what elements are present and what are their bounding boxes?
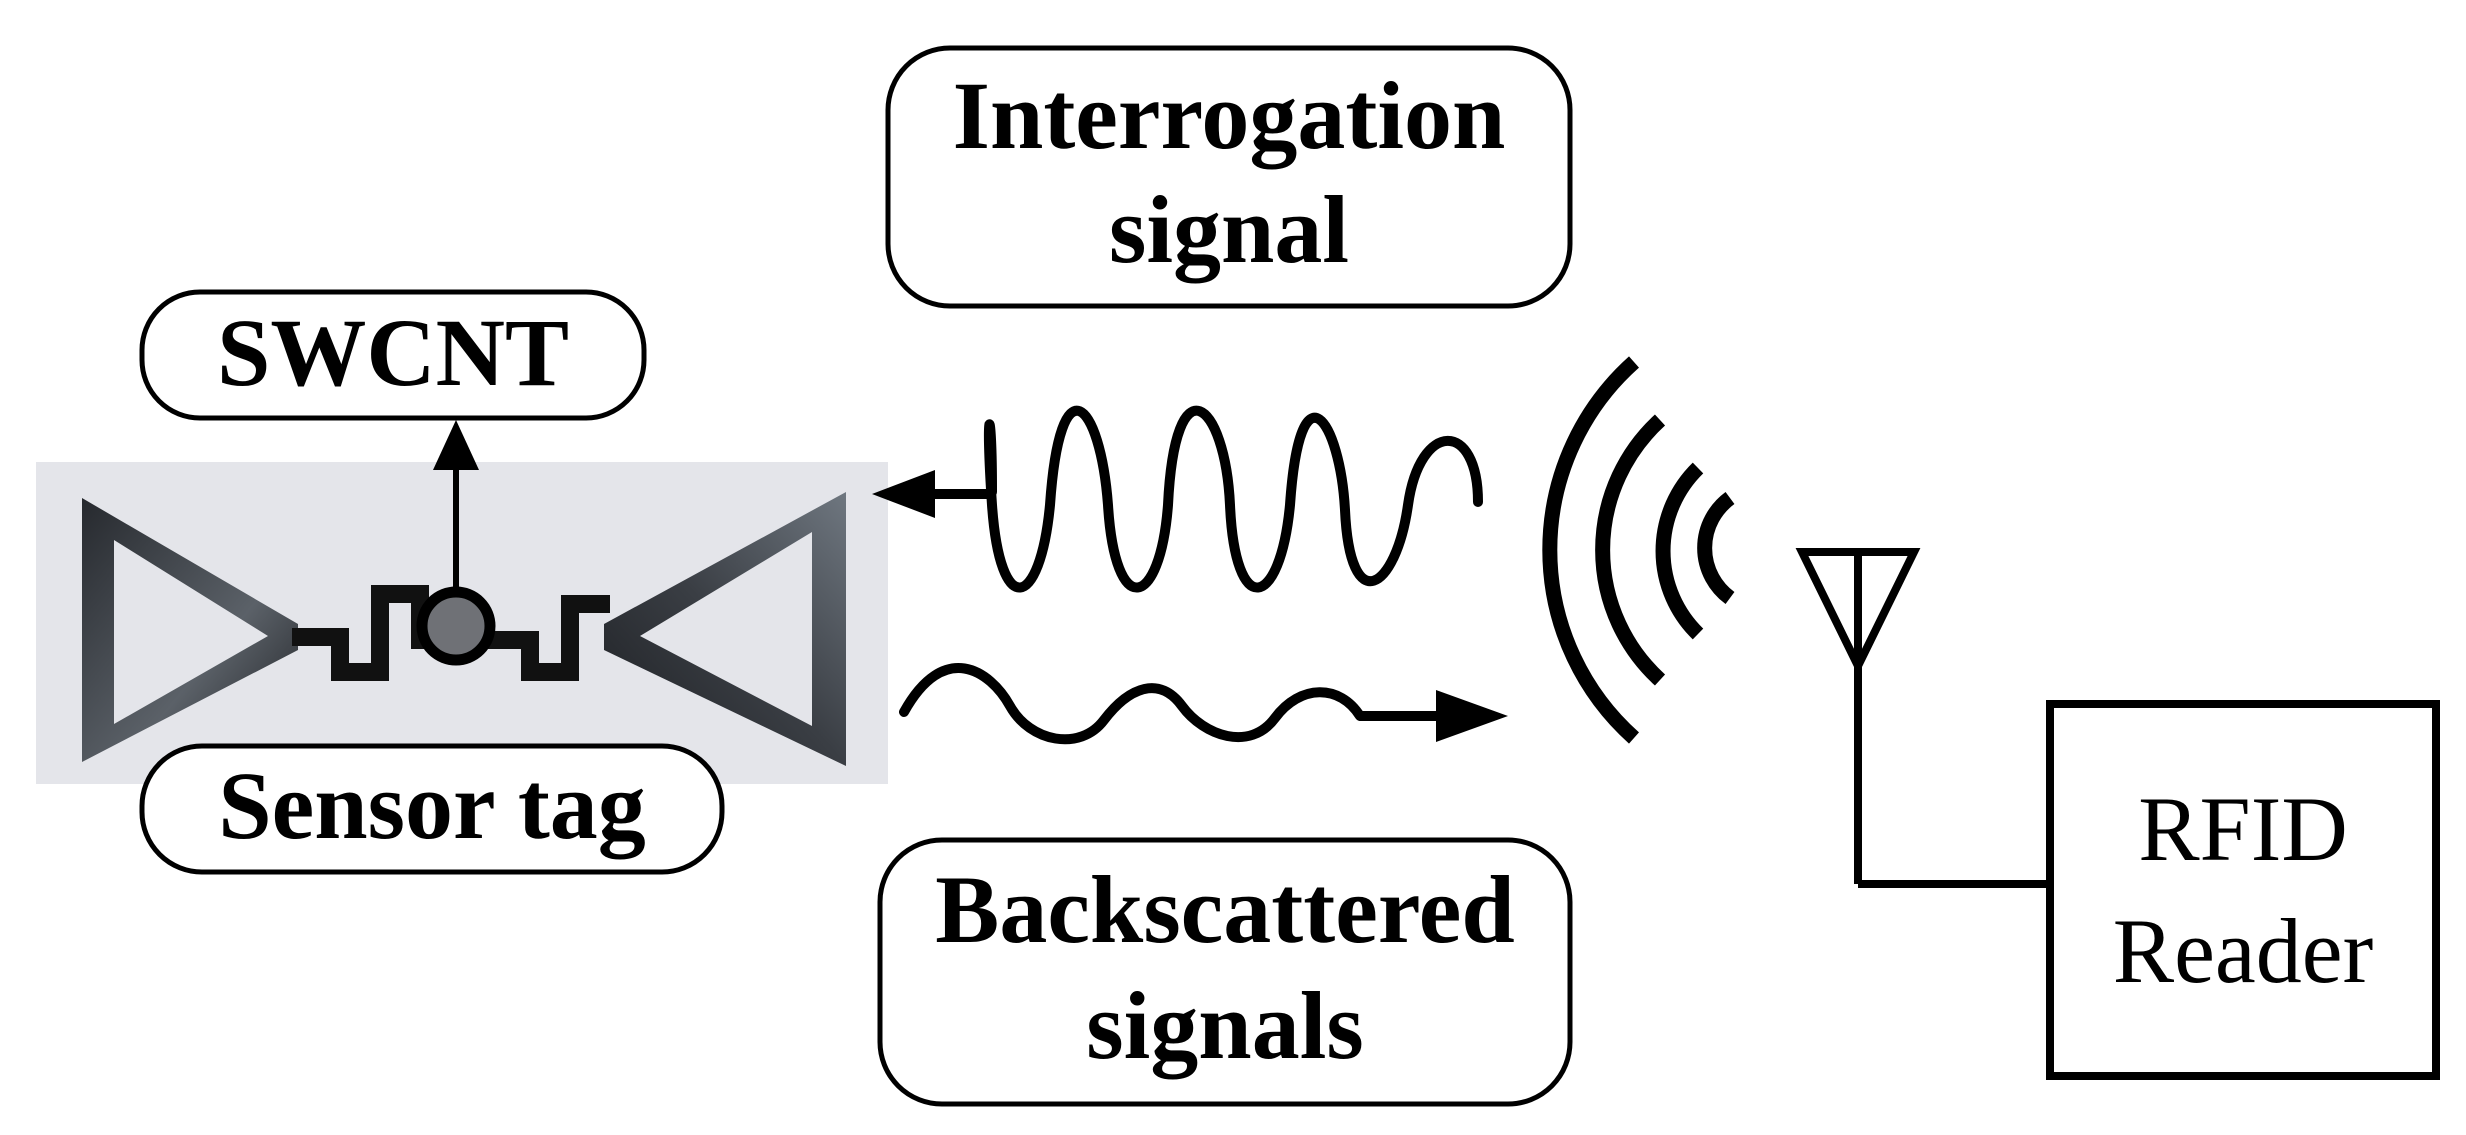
swcnt-label: SWCNT bbox=[139, 289, 647, 421]
backscatter-wave bbox=[899, 663, 1365, 745]
interrogation-wave bbox=[983, 405, 1483, 593]
swcnt-label-box bbox=[139, 289, 647, 421]
interrogation-label-line2: signal bbox=[1109, 176, 1349, 283]
rfid-reader-box: RFID Reader bbox=[2046, 700, 2440, 1080]
radio-wave-arcs bbox=[1542, 356, 1735, 744]
tag-left-antenna bbox=[82, 498, 298, 762]
sensor-tag-photo bbox=[36, 462, 888, 784]
antenna-icon bbox=[1795, 548, 2050, 888]
interrogation-label-line1: Interrogation bbox=[953, 62, 1506, 169]
backscattered-signals-label: Backscattered signals bbox=[877, 837, 1573, 1107]
interrogation-wave-arrow bbox=[872, 405, 1483, 593]
radio-arc-inner bbox=[1697, 491, 1735, 605]
swcnt-pointer-arrow bbox=[433, 420, 479, 594]
rfid-reader-line1: RFID bbox=[2138, 778, 2348, 880]
rfid-reader-frame bbox=[2046, 700, 2440, 1080]
radio-arc-3 bbox=[1595, 414, 1666, 686]
backscattered-label-box bbox=[877, 837, 1573, 1107]
radio-arc-2 bbox=[1655, 462, 1704, 640]
interrogation-signal-label: Interrogation signal bbox=[885, 45, 1573, 309]
sensor-tag-label-text: Sensor tag bbox=[218, 752, 646, 859]
sensor-tag-label: Sensor tag bbox=[139, 743, 725, 875]
radio-arc-outer bbox=[1542, 356, 1639, 744]
backscatter-arrowhead bbox=[1436, 690, 1508, 742]
interrogation-label-box bbox=[885, 45, 1573, 309]
swcnt-label-text: SWCNT bbox=[217, 299, 569, 406]
interrogation-arrowhead bbox=[872, 470, 935, 518]
sensor-tag-label-box bbox=[139, 743, 725, 875]
rfid-reader-line2: Reader bbox=[2113, 900, 2374, 1002]
backscatter-wave-arrow bbox=[899, 663, 1508, 745]
swcnt-marker-circle bbox=[416, 586, 496, 666]
backscattered-label-line1: Backscattered bbox=[935, 856, 1514, 963]
backscattered-label-line2: signals bbox=[1086, 972, 1363, 1079]
tag-right-antenna bbox=[604, 492, 846, 766]
